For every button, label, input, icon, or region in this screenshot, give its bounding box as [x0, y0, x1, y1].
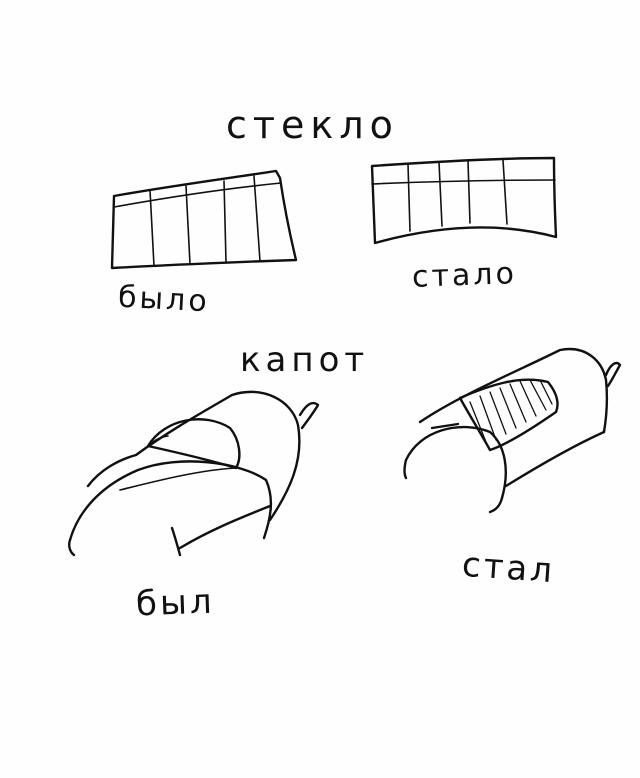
hood-before-rear-arc: [230, 390, 301, 522]
hood-before-center-line: [119, 467, 237, 491]
glass-before-mullion-1: [149, 189, 155, 267]
hood-after-scoop-hatch-3: [489, 391, 507, 435]
hood-after-scoop-hatch-8: [539, 379, 553, 405]
glass-before-outline: [110, 169, 298, 270]
glass-after-label: стало: [411, 256, 518, 295]
glass-before-mullion-2: [185, 185, 191, 265]
hood-before-left-side: [86, 393, 234, 488]
hood-after-scoop-hatch-1: [469, 401, 487, 443]
hood-before-bottom-edge: [178, 504, 272, 550]
hood-after-scoop-hatch-6: [519, 380, 537, 417]
glass-before-mullion-4: [253, 175, 261, 262]
glass-before-label: было: [117, 279, 211, 320]
glass-after-outline: [370, 156, 558, 245]
hood-after-label: стал: [460, 544, 557, 592]
glass-after-drawing: [370, 156, 558, 245]
hood-after-front-edge: [430, 422, 460, 430]
hood-title: капот: [240, 340, 370, 380]
hood-before-scoop-edge: [147, 435, 169, 447]
hood-after-drawing: [403, 347, 622, 514]
hood-after-scoop-hatch-2: [479, 395, 497, 441]
glass-after-mullion-4: [502, 159, 508, 225]
glass-before-drawing: [110, 169, 298, 270]
hood-before-front-arc: [68, 460, 273, 542]
hood-before-front-right-leg: [170, 526, 182, 557]
hood-after-right-leg: [488, 496, 504, 514]
glass-after-top-band: [371, 179, 556, 185]
hood-after-scoop-outline: [458, 378, 559, 452]
glass-after-mullion-3: [467, 160, 471, 224]
glass-before-mullion-3: [223, 180, 227, 263]
hood-after-scoop-hatch-5: [509, 383, 527, 423]
hood-before-label: был: [135, 581, 216, 625]
hood-after-mirror: [604, 361, 622, 388]
hood-after-left-leg: [403, 458, 408, 480]
glass-after-mullion-2: [438, 161, 443, 227]
glass-after-mullion-1: [407, 163, 411, 232]
hood-before-scoop: [146, 418, 241, 470]
hood-before-drawing: [68, 390, 320, 557]
hood-after-scoop-hatch-4: [499, 387, 517, 429]
hood-before-front-left-leg: [68, 538, 76, 557]
glass-before-top-band: [113, 182, 282, 208]
glass-title: стекло: [226, 103, 399, 147]
hood-before-mirror: [298, 401, 320, 430]
hood-after-front-arc: [404, 425, 507, 500]
hood-after-rear-edge: [504, 430, 606, 488]
hood-after-scoop-hatch-7: [529, 379, 547, 411]
